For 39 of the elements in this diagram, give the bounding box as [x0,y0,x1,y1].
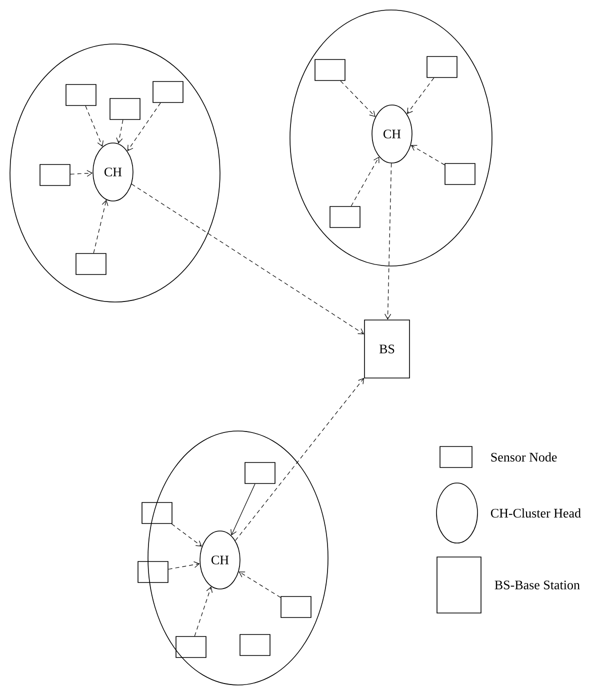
arrow [70,170,93,177]
sensor-node-box [66,84,96,106]
arrow [340,80,376,117]
arrow [93,200,108,254]
cluster-circle [10,44,220,302]
arrow [85,106,104,147]
arrow [384,163,392,320]
sensor-node-box [142,502,172,524]
arrow [235,378,364,541]
sensor-node-box [76,253,106,275]
legend-label: CH-Cluster Head [490,508,581,518]
sensor-node-box [426,56,458,78]
sensor-node-box [176,636,206,658]
arrow [116,120,124,144]
arrow [194,586,213,636]
sensor-node-box [152,81,184,103]
arrow [168,561,200,570]
arrow [410,145,445,166]
sensor-node-box [280,596,312,618]
sensor-node-box [40,164,70,186]
cluster-circle [290,10,492,266]
sensor-node-box [138,561,168,583]
arrow [230,484,256,536]
arrow [406,78,434,114]
sensor-node-box [244,462,276,484]
arrow [350,156,380,206]
arrow [131,184,364,334]
arrow [238,572,281,598]
cluster-circle [148,430,328,686]
sensor-node-box [314,59,346,81]
sensor-node-box [110,98,140,120]
legend-label: Sensor Node [491,452,557,462]
sensor-node-box [330,206,360,228]
sensor-node-box [444,163,476,185]
sensor-node-box [240,634,270,656]
arrow [127,102,161,152]
base-station-box: BS [364,320,410,378]
arrow [171,524,202,546]
legend-label: BS-Base Station [494,580,580,590]
